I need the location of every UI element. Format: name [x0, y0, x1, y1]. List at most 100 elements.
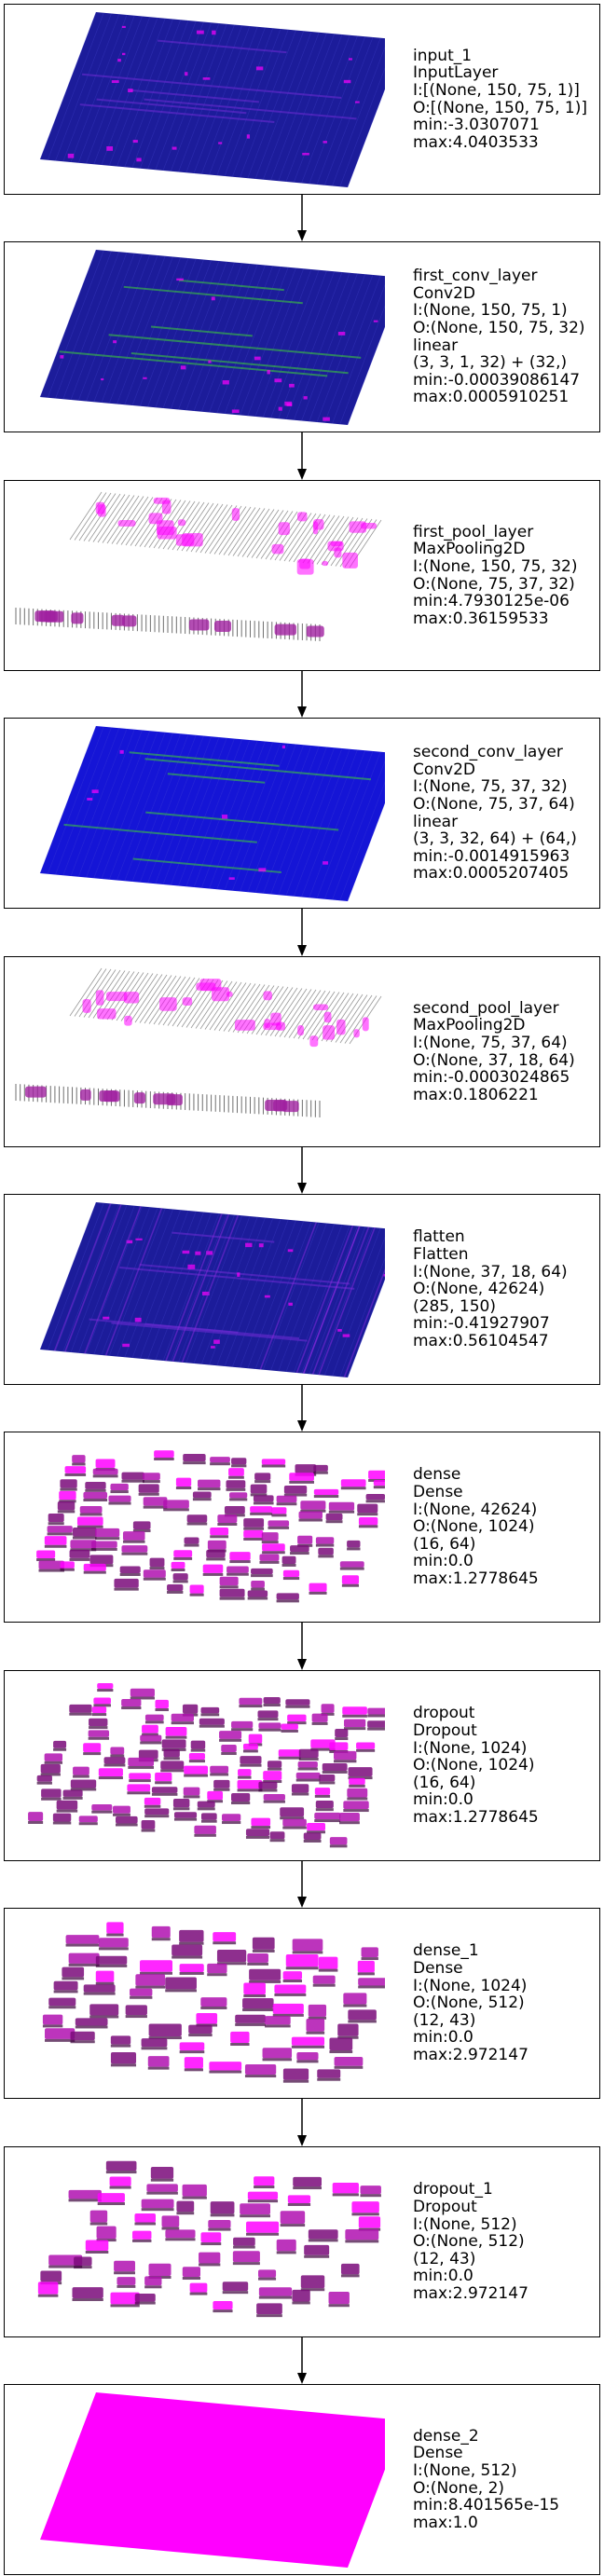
dense-unit-shadow — [274, 1993, 307, 1996]
dense-unit-block — [48, 1514, 64, 1523]
layer-detail: O:[(None, 150, 75, 1)] — [413, 98, 588, 117]
activation-visualization — [39, 249, 385, 426]
dense-unit-shadow — [72, 2298, 103, 2302]
dense-unit-block — [70, 1779, 97, 1788]
dense-unit-block — [142, 1473, 160, 1481]
dense-unit-block — [311, 1713, 328, 1722]
dense-unit-shadow — [53, 1990, 78, 1994]
dense-unit-block — [173, 1550, 193, 1557]
dense-unit-block — [232, 2251, 260, 2263]
activation-spot — [218, 142, 223, 144]
dense-unit-block — [329, 1742, 349, 1750]
layer-detail: min:-0.0014915963 — [413, 846, 570, 866]
dense-unit-shadow — [282, 2079, 309, 2083]
dense-unit-shadow — [146, 2191, 178, 2195]
dense-unit-block — [105, 2160, 137, 2172]
activation-spot — [255, 66, 264, 71]
dense-unit-shadow — [88, 1736, 110, 1740]
activation-visualization — [37, 2160, 381, 2318]
dense-unit-shadow — [65, 1943, 100, 1947]
activation-spot — [323, 417, 330, 421]
dense-unit-shadow — [258, 1728, 281, 1732]
activation-visualization — [28, 1682, 385, 1848]
dense-unit-block — [163, 1500, 189, 1509]
dense-unit-shadow — [74, 2266, 92, 2269]
dense-unit-block — [357, 1960, 375, 1973]
dense-unit-block — [283, 1485, 308, 1494]
dense-unit-shadow — [339, 1567, 364, 1570]
dense-unit-block — [132, 2230, 152, 2240]
dense-unit-block — [258, 1781, 278, 1789]
dense-unit-shadow — [343, 2004, 367, 2007]
layer-detail: min:0.0 — [413, 2267, 474, 2286]
dense-unit-shadow — [110, 2044, 131, 2048]
dense-unit-shadow — [263, 1780, 282, 1784]
activation-spot — [132, 140, 138, 144]
activation-plane — [40, 250, 385, 425]
dense-unit-block — [357, 1503, 378, 1514]
pool-activation — [274, 623, 296, 636]
dense-unit-block — [110, 1483, 129, 1491]
dense-unit-block — [167, 1584, 184, 1591]
dense-unit-shadow — [313, 1471, 328, 1474]
dense-unit-shadow — [60, 1568, 75, 1571]
dense-unit-block — [172, 1798, 190, 1808]
dense-unit-block — [318, 1956, 338, 1969]
activation-streak — [144, 1322, 239, 1334]
dense-unit-block — [361, 1947, 378, 1958]
layer-detail: max:1.0 — [413, 2513, 478, 2532]
dense-unit-block — [339, 1561, 364, 1568]
dense-unit-shadow — [250, 1512, 273, 1515]
activation-spot — [136, 158, 142, 162]
dense-unit-shadow — [91, 1547, 117, 1551]
layer-name: first_pool_layer — [413, 522, 534, 541]
activation-texture — [39, 249, 385, 426]
dense-unit-block — [242, 1743, 258, 1750]
dense-unit-block — [276, 2239, 296, 2252]
dense-unit-block — [329, 2037, 353, 2050]
dense-unit-block — [56, 1800, 78, 1810]
activation-streak — [111, 1322, 308, 1342]
layer-type: Conv2D — [413, 760, 476, 779]
dense-unit-block — [272, 2003, 304, 2014]
dense-unit-block — [315, 1537, 335, 1544]
dense-unit-shadow — [210, 1773, 229, 1776]
dense-unit-shadow — [213, 2309, 233, 2313]
dense-unit-shadow — [291, 1792, 309, 1796]
activation-streak — [172, 1213, 230, 1363]
dense-unit-block — [108, 1495, 131, 1502]
dense-unit-block — [127, 1784, 151, 1792]
dense-unit-block — [199, 2252, 221, 2264]
layer-detail: max:0.1806221 — [413, 1085, 539, 1104]
layer-detail: (3, 3, 32, 64) + (64,) — [413, 829, 577, 849]
dense-unit-shadow — [144, 2285, 162, 2289]
dense-unit-block — [334, 1750, 357, 1761]
dense-unit-block — [144, 1714, 164, 1721]
dense-unit-shadow — [117, 2284, 136, 2288]
dense-unit-shadow — [103, 1763, 126, 1767]
activation-spot — [128, 89, 133, 93]
pool-activation — [122, 615, 137, 627]
dense-unit-block — [192, 1491, 212, 1499]
dense-unit-shadow — [239, 1705, 263, 1708]
dense-unit-shadow — [296, 2060, 319, 2063]
dense-unit-shadow — [83, 1570, 106, 1574]
dense-unit-shadow — [42, 2024, 63, 2028]
activation-visualization — [39, 1201, 385, 1378]
activation-spot — [101, 377, 104, 381]
dense-unit-block — [217, 1514, 238, 1523]
dense-unit-block — [151, 1787, 178, 1793]
dense-unit-block — [306, 2018, 325, 2032]
dense-unit-block — [143, 1497, 168, 1506]
activation-spot — [211, 296, 215, 301]
dense-unit-block — [125, 2005, 147, 2016]
dense-unit-block — [222, 2281, 249, 2292]
dense-unit-shadow — [291, 2045, 325, 2048]
dense-unit-block — [148, 2263, 172, 2276]
dense-unit-shadow — [259, 1560, 280, 1564]
dense-unit-block — [202, 1564, 224, 1573]
dense-unit-block — [248, 1733, 263, 1744]
